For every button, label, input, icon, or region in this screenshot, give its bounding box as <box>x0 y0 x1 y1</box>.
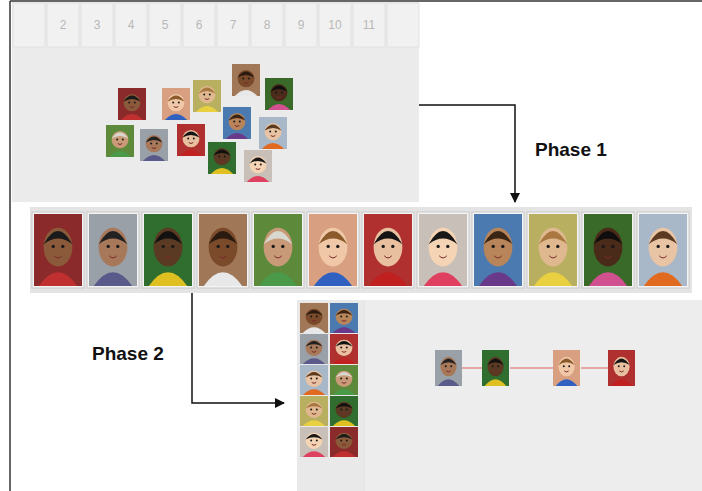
child-photo <box>330 303 358 333</box>
linking-panel <box>365 300 702 491</box>
toolbar-button <box>81 3 113 47</box>
frame-line <box>9 1 11 491</box>
linked-photos <box>435 350 635 386</box>
toolbar-number: 7 <box>217 18 249 32</box>
child-photo <box>300 303 328 333</box>
toolbar-number: 8 <box>251 18 283 32</box>
child-photo <box>232 64 260 96</box>
child-photo <box>118 88 146 120</box>
child-photo <box>193 80 221 112</box>
child-photo <box>300 365 328 395</box>
scattered-photos <box>106 64 293 182</box>
child-photo <box>300 427 328 457</box>
toolbar-button <box>149 3 181 47</box>
child-photo <box>87 212 139 288</box>
child-photo <box>265 78 293 110</box>
child-photo <box>637 212 689 288</box>
child-photo <box>608 350 635 386</box>
child-photo <box>330 427 358 457</box>
sorting-panel <box>12 2 419 202</box>
toolbar-button <box>353 3 385 47</box>
frame-line <box>10 0 702 2</box>
toolbar-button <box>217 3 249 47</box>
toolbar-button <box>47 3 79 47</box>
child-photo <box>582 212 634 288</box>
child-photo <box>177 124 205 156</box>
child-photo <box>330 334 358 364</box>
child-photo <box>527 212 579 288</box>
link-line <box>510 368 553 369</box>
toolbar-button <box>13 3 45 47</box>
link-line <box>462 368 482 369</box>
toolbar <box>13 3 419 47</box>
child-photo <box>244 150 272 182</box>
phase-arrow <box>419 105 515 202</box>
toolbar-button <box>251 3 283 47</box>
toolbar-number: 9 <box>285 18 317 32</box>
child-photo <box>106 125 134 157</box>
toolbar-number: 11 <box>353 18 385 32</box>
toolbar-number: 6 <box>183 18 215 32</box>
divider <box>364 300 365 491</box>
ordered-photos <box>32 212 689 288</box>
child-photo <box>307 212 359 288</box>
toolbar-button <box>319 3 351 47</box>
child-photo <box>417 212 469 288</box>
toolbar-number: 4 <box>115 18 147 32</box>
phase-arrow <box>192 293 284 403</box>
child-photo <box>32 212 84 288</box>
toolbar-number: 3 <box>81 18 113 32</box>
child-photo <box>252 212 304 288</box>
toolbar-button <box>387 3 419 47</box>
child-photo <box>435 350 462 386</box>
child-photo <box>223 107 251 139</box>
child-photo <box>330 396 358 426</box>
toolbar-button <box>183 3 215 47</box>
child-photo <box>330 365 358 395</box>
child-photo <box>142 212 194 288</box>
child-photo <box>162 88 190 120</box>
link-line <box>581 368 608 369</box>
child-photo <box>300 396 328 426</box>
child-photo <box>259 117 287 149</box>
child-photo <box>197 212 249 288</box>
photo-column <box>297 300 363 491</box>
phase-label: Phase 1 <box>535 139 607 161</box>
toolbar-button <box>285 3 317 47</box>
toolbar-number: 2 <box>47 18 79 32</box>
child-photo <box>300 334 328 364</box>
child-photo <box>208 142 236 174</box>
toolbar-button <box>115 3 147 47</box>
child-photo <box>482 350 509 386</box>
photo-grid <box>300 303 358 457</box>
child-photo <box>140 129 168 161</box>
child-photo <box>553 350 580 386</box>
photo-strip <box>30 207 692 293</box>
toolbar-number: 10 <box>319 18 351 32</box>
phase-label: Phase 2 <box>92 343 164 365</box>
child-photo <box>362 212 414 288</box>
child-photo <box>472 212 524 288</box>
toolbar-number: 5 <box>149 18 181 32</box>
